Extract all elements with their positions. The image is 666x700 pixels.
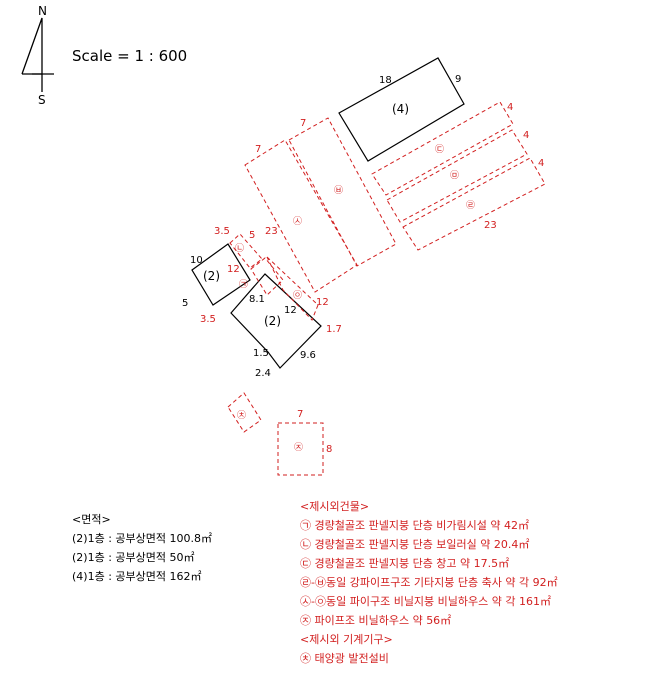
extra-legend-text: 동일 강파이프구조 기타지붕 단층 축사 약 각 92㎡ [325, 576, 558, 589]
symbol-3: ㉢ [435, 144, 444, 155]
symbol-7: ㉦ [293, 216, 302, 227]
dim-7a: 7 [255, 144, 261, 155]
dim-10: 10 [190, 255, 203, 266]
area-legend-row-2: (2)1층 : 공부상면적 50㎡ [72, 551, 195, 564]
dim-9: 9 [455, 74, 461, 85]
dim-23a: 23 [484, 220, 497, 231]
machinery-legend-heading: <제시외 기계기구> [300, 633, 393, 646]
building-4-label: (4) [392, 102, 409, 116]
symbol-10: ㉩ [237, 410, 246, 421]
extra-building-5 [386, 129, 528, 223]
extra-legend-text: 파이프조 비닐하우스 약 56㎡ [314, 614, 452, 627]
extra-building-1 [250, 257, 284, 296]
extra-legend-symbol: ㉨ [300, 614, 311, 627]
dim-12c: 12 [316, 297, 329, 308]
symbol-9: ㉨ [294, 442, 303, 453]
extra-legend-symbol: ㉢ [300, 557, 311, 570]
extra-legend-row-5: ㉦-㉧동일 파이구조 비닐지붕 비닐하우스 약 각 161㎡ [300, 592, 558, 611]
dim-5a: 5 [249, 230, 255, 241]
extra-legend-row-1: ㉠ 경량철골조 판넬지붕 단층 비가림시설 약 42㎡ [300, 516, 558, 535]
building-2b-label: (2) [264, 314, 281, 328]
extra-legend-row-6: ㉨ 파이프조 비닐하우스 약 56㎡ [300, 611, 558, 630]
machinery-legend-text: 태양광 발전설비 [314, 652, 389, 665]
extra-legend-symbol: ㉠ [300, 519, 311, 532]
symbol-5: ㉤ [450, 170, 459, 181]
dim-12b: 12 [284, 305, 297, 316]
dim-12a: 12 [227, 264, 240, 275]
dim-4c: 4 [538, 158, 544, 169]
dim-2-4: 2.4 [255, 368, 271, 379]
extra-legend-symbol: ㉡ [300, 538, 311, 551]
extra-legend-text: 경량철골조 판넬지붕 단층 창고 약 17.5㎡ [314, 557, 510, 570]
dim-18: 18 [379, 75, 392, 86]
extra-building-9 [277, 422, 324, 476]
machinery-legend-symbol: ㉩ [300, 652, 311, 665]
symbol-2: ㉡ [235, 243, 244, 254]
dim-1-5: 1.5 [253, 348, 269, 359]
area-legend-row-3: (4)1층 : 공부상면적 162㎡ [72, 570, 202, 583]
symbol-1: ㉠ [239, 279, 248, 290]
extra-legend-symbol: ㉣-㉥ [300, 576, 326, 589]
building-2a-label: (2) [203, 269, 220, 283]
dim-23b: 23 [265, 226, 278, 237]
symbol-8: ㉧ [293, 290, 302, 301]
area-legend-row-1: (2)1층 : 공부상면적 100.8㎡ [72, 532, 212, 545]
dim-3-5a: 3.5 [214, 226, 230, 237]
dim-4a: 4 [507, 102, 513, 113]
dim-7c: 7 [297, 409, 303, 420]
extra-building-1-ext [266, 256, 319, 321]
building-4 [338, 57, 465, 162]
dim-8-1: 8.1 [249, 294, 265, 305]
dim-5b: 5 [182, 298, 188, 309]
dim-7b: 7 [300, 118, 306, 129]
extra-legend-row-2: ㉡ 경량철골조 판넬지붕 단층 보일러실 약 20.4㎡ [300, 535, 558, 554]
dim-9-6: 9.6 [300, 350, 316, 361]
dim-4b: 4 [523, 130, 529, 141]
scale-label: Scale = 1 : 600 [72, 47, 187, 65]
extra-building-6 [288, 117, 397, 267]
extra-legend-heading: <제시외건물> [300, 500, 370, 513]
area-legend: <면적> (2)1층 : 공부상면적 100.8㎡ (2)1층 : 공부상면적 … [72, 510, 212, 586]
symbol-4: ㉣ [466, 200, 475, 211]
extra-legend-row-4: ㉣-㉥동일 강파이프구조 기타지붕 단층 축사 약 각 92㎡ [300, 573, 558, 592]
dim-1-7: 1.7 [326, 324, 342, 335]
compass-north: N [38, 4, 47, 18]
building-2a [191, 243, 251, 306]
building-2b [230, 273, 322, 369]
area-legend-heading: <면적> [72, 513, 111, 526]
machinery-legend-row-1: ㉩ 태양광 발전설비 [300, 649, 558, 668]
extra-legend-text: 경량철골조 판넬지붕 단층 비가림시설 약 42㎡ [314, 519, 530, 532]
extra-building-10 [227, 392, 262, 433]
symbol-6: ㉥ [334, 185, 343, 196]
extra-building-2 [229, 233, 263, 269]
extra-legend-text: 경량철골조 판넬지붕 단층 보일러실 약 20.4㎡ [314, 538, 530, 551]
site-plan: N S Scale = 1 : 600 (4) (2) (2) ㉥ ㉦ ㉢ ㉤ … [21, 4, 546, 476]
extra-legend-text: 동일 파이구조 비닐지붕 비닐하우스 약 각 161㎡ [325, 595, 551, 608]
extra-legend-symbol: ㉦-㉧ [300, 595, 326, 608]
compass-south: S [38, 93, 46, 107]
north-arrow-icon [21, 17, 54, 92]
extra-buildings-legend: <제시외건물> ㉠ 경량철골조 판넬지붕 단층 비가림시설 약 42㎡ ㉡ 경량… [300, 497, 558, 668]
dim-3-5b: 3.5 [200, 314, 216, 325]
dim-8: 8 [326, 444, 332, 455]
extra-legend-row-3: ㉢ 경량철골조 판넬지붕 단층 창고 약 17.5㎡ [300, 554, 558, 573]
